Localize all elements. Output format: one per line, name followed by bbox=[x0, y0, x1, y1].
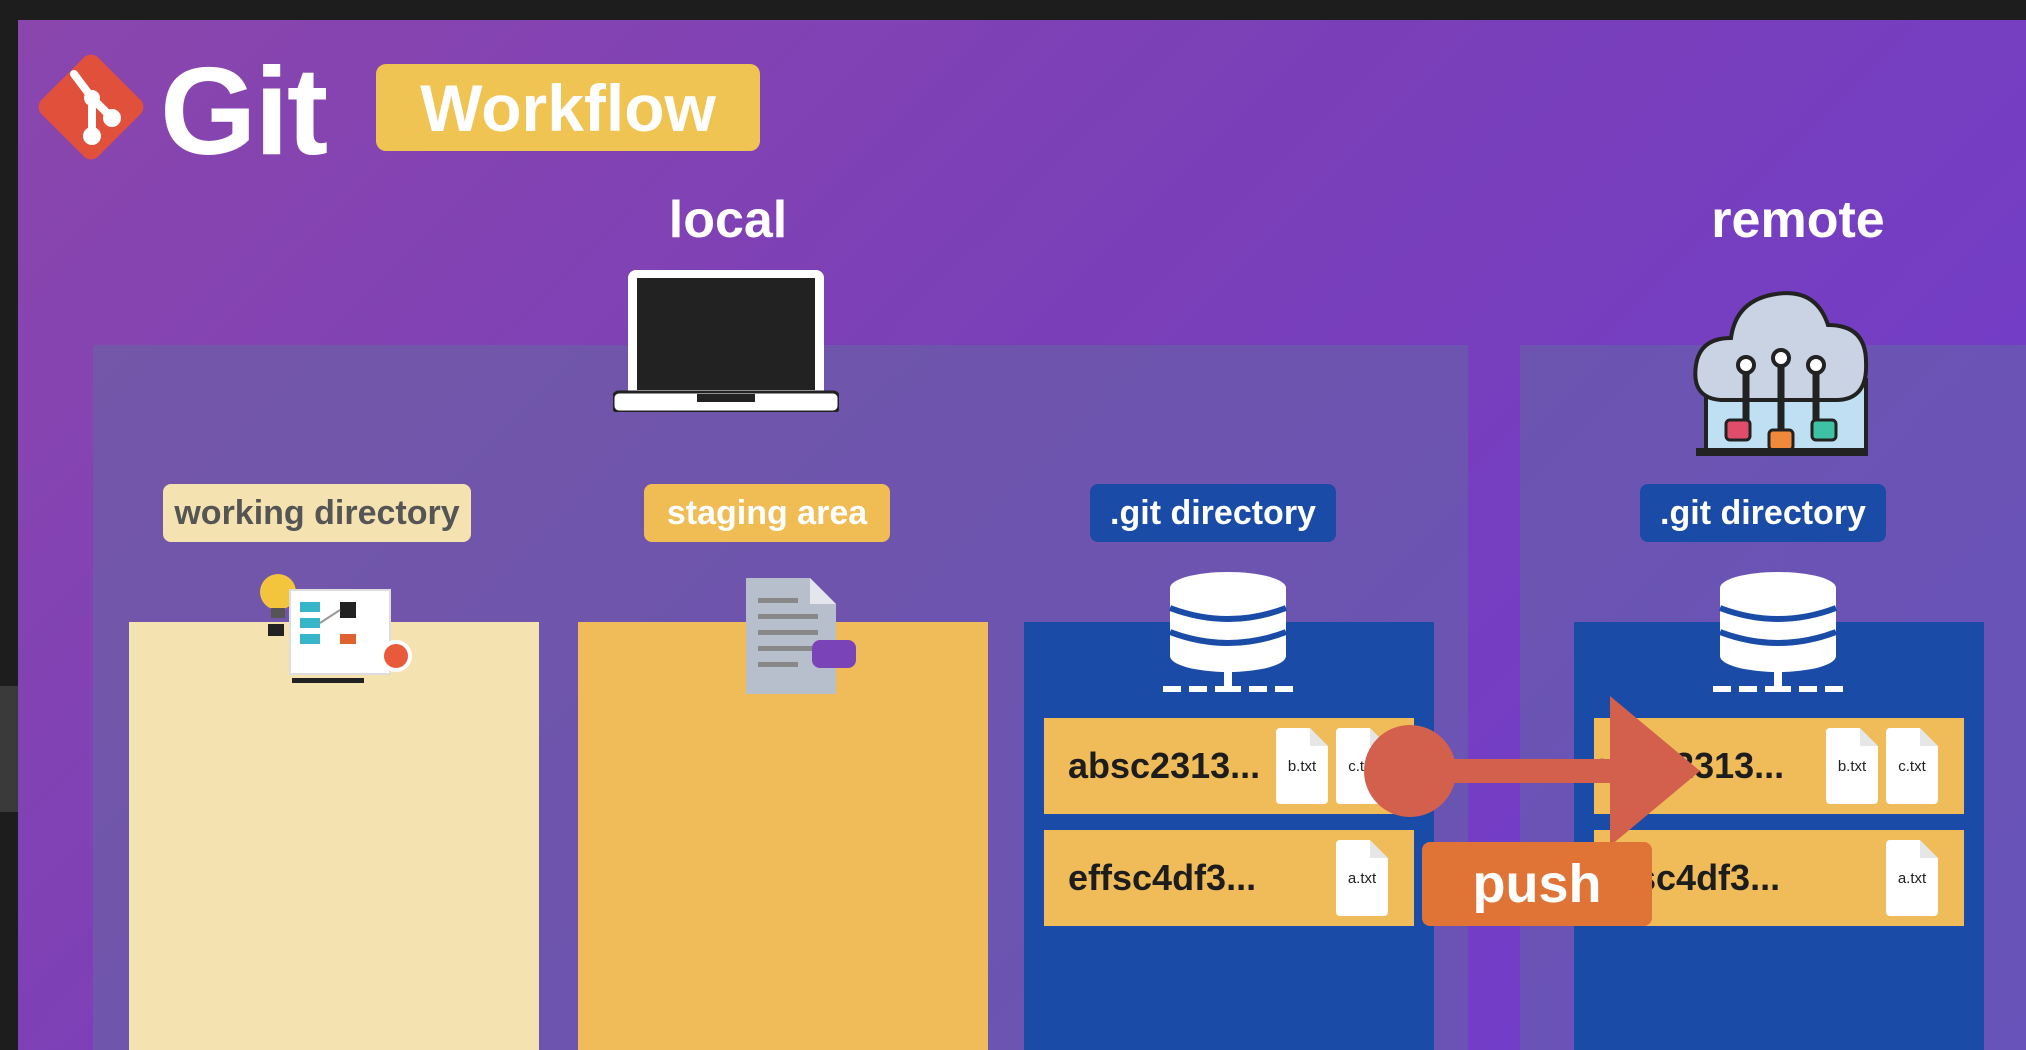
database-icon bbox=[1713, 572, 1843, 692]
working-directory-label: working directory bbox=[163, 484, 471, 542]
remote-label: remote bbox=[1711, 191, 1885, 249]
git-workflow-slide: Git Workflow local remote working direct… bbox=[18, 20, 2026, 1050]
laptop-icon bbox=[613, 270, 839, 412]
arrow-right-icon bbox=[1364, 696, 1700, 846]
staging-area-label: staging area bbox=[644, 484, 890, 542]
local-commit-row: effsc4df3... a.txt bbox=[1044, 830, 1414, 926]
working-directory-column bbox=[129, 622, 539, 1050]
remote-commit-row: effsc4df3... a.txt bbox=[1594, 830, 1964, 926]
file-icon: a.txt bbox=[1336, 840, 1388, 916]
brand-title: Git bbox=[160, 43, 328, 181]
side-edge bbox=[0, 686, 18, 812]
file-icon: a.txt bbox=[1886, 840, 1938, 916]
commit-hash: absc2313... bbox=[1068, 745, 1261, 786]
document-icon bbox=[746, 578, 856, 694]
workflow-badge: Workflow bbox=[376, 64, 760, 151]
database-icon bbox=[1163, 572, 1293, 692]
local-git-directory-label: .git directory bbox=[1090, 484, 1336, 542]
local-commit-row: absc2313... b.txt c.txt bbox=[1044, 718, 1414, 814]
file-icon: b.txt bbox=[1826, 728, 1878, 804]
diagram-board-icon bbox=[260, 574, 412, 683]
git-logo-icon bbox=[38, 54, 144, 160]
remote-git-directory-label: .git directory bbox=[1640, 484, 1886, 542]
push-label: push bbox=[1422, 842, 1652, 926]
file-icon: b.txt bbox=[1276, 728, 1328, 804]
file-icon: c.txt bbox=[1886, 728, 1938, 804]
commit-hash: effsc4df3... bbox=[1068, 857, 1257, 898]
cloud-network-icon bbox=[1693, 291, 1869, 456]
local-label: local bbox=[668, 191, 788, 249]
